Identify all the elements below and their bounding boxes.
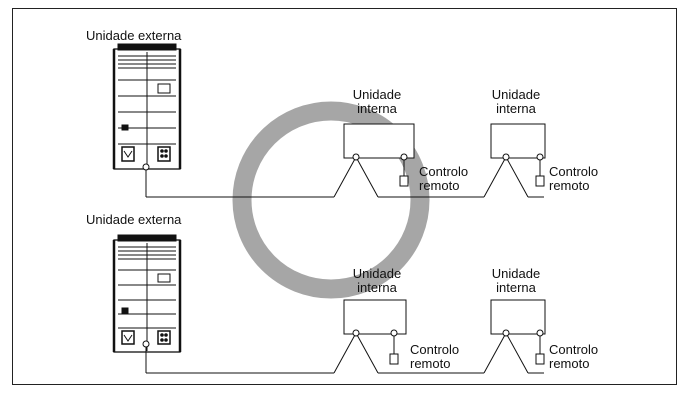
remote-label-1: Controlo remoto xyxy=(419,165,468,193)
indoor-unit-label-3-line1: Unidade xyxy=(352,266,402,281)
remote-label-2-line2: remoto xyxy=(549,178,590,193)
remote-controller-4 xyxy=(535,353,545,365)
indoor-unit-label-1: Unidade interna xyxy=(339,88,415,116)
remote-controller-1 xyxy=(399,175,409,187)
indoor-unit-label-4: Unidade interna xyxy=(478,267,554,295)
remote-label-1-line1: Controlo xyxy=(419,164,469,179)
indoor-unit-3 xyxy=(343,299,407,335)
indoor-unit-4 xyxy=(490,299,546,335)
indoor-unit-2 xyxy=(490,123,546,159)
remote-controller-3 xyxy=(389,353,399,365)
wiring-top xyxy=(145,156,544,198)
indoor-unit-label-1-line1: Unidade xyxy=(352,87,402,102)
indoor-unit-1 xyxy=(343,123,415,159)
remote-controllers xyxy=(389,175,545,365)
outdoor-unit-2 xyxy=(112,234,182,353)
remote-label-4-line2: remoto xyxy=(549,356,590,371)
indoor-unit-label-3-line2: interna xyxy=(357,280,397,295)
highlight-ring xyxy=(232,101,430,299)
remote-controller-2 xyxy=(535,175,545,187)
indoor-unit-label-4-line2: interna xyxy=(496,280,536,295)
indoor-unit-label-2: Unidade interna xyxy=(478,88,554,116)
remote-label-4: Controlo remoto xyxy=(549,343,598,371)
indoor-unit-label-3: Unidade interna xyxy=(339,267,415,295)
outdoor-unit-label-2: Unidade externa xyxy=(86,212,182,227)
outdoor-unit-1 xyxy=(112,43,182,170)
remote-label-2-line1: Controlo xyxy=(549,164,599,179)
indoor-unit-label-4-line1: Unidade xyxy=(491,266,541,281)
remote-label-2: Controlo remoto xyxy=(549,165,598,193)
remote-label-1-line2: remoto xyxy=(419,178,460,193)
terminals xyxy=(142,153,544,348)
remote-label-4-line1: Controlo xyxy=(549,342,599,357)
indoor-unit-label-1-line2: interna xyxy=(357,101,397,116)
diagram-frame xyxy=(12,8,677,385)
remote-label-3-line1: Controlo xyxy=(410,342,460,357)
indoor-unit-label-2-line1: Unidade xyxy=(491,87,541,102)
indoor-unit-label-2-line2: interna xyxy=(496,101,536,116)
wiring-bottom xyxy=(145,332,544,374)
outdoor-unit-label-1: Unidade externa xyxy=(86,28,182,43)
remote-label-3: Controlo remoto xyxy=(410,343,459,371)
remote-label-3-line2: remoto xyxy=(410,356,451,371)
